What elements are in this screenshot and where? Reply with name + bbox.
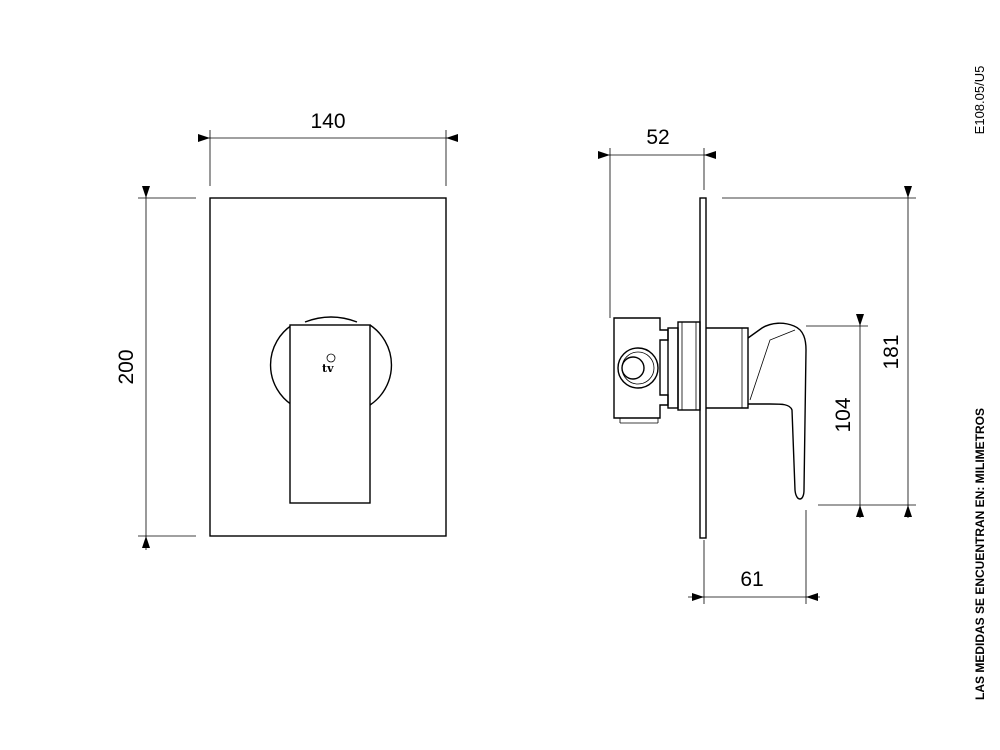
side-cartridge-inner — [621, 356, 645, 380]
front-cover-plate — [209, 197, 447, 537]
side-mixer-body — [613, 317, 669, 419]
dimension-front-width: 140 — [198, 110, 458, 186]
units-note: LAS MEDIDAS SE ENCUENTRAN EN: MILIMETROS — [973, 408, 987, 700]
dimension-front-height: 200 — [115, 186, 196, 550]
front-view: tv 140 200 — [115, 110, 458, 550]
dim-label-61: 61 — [740, 568, 763, 591]
drawing-code: E108.05/U5 — [972, 66, 987, 135]
dim-label-200: 200 — [115, 349, 138, 384]
side-handle-lever — [747, 322, 807, 500]
dim-label-104: 104 — [832, 397, 855, 432]
front-escutcheon — [269, 316, 393, 406]
dimension-handle-height: 104 — [806, 314, 868, 518]
dimension-overall-height: 181 — [722, 186, 916, 518]
dimension-handle-projection: 61 — [688, 510, 820, 604]
side-collar — [706, 327, 749, 409]
side-view: 52 181 104 61 — [598, 126, 916, 604]
dim-label-181: 181 — [880, 334, 903, 369]
dim-label-140: 140 — [310, 110, 345, 133]
brand-logo: tv — [322, 353, 336, 375]
side-cartridge-outer — [617, 347, 659, 389]
side-cover-plate — [699, 197, 707, 539]
front-handle — [289, 324, 371, 504]
dimension-body-depth: 52 — [598, 126, 716, 318]
dim-label-52: 52 — [646, 126, 669, 149]
svg-text:tv: tv — [322, 362, 334, 375]
